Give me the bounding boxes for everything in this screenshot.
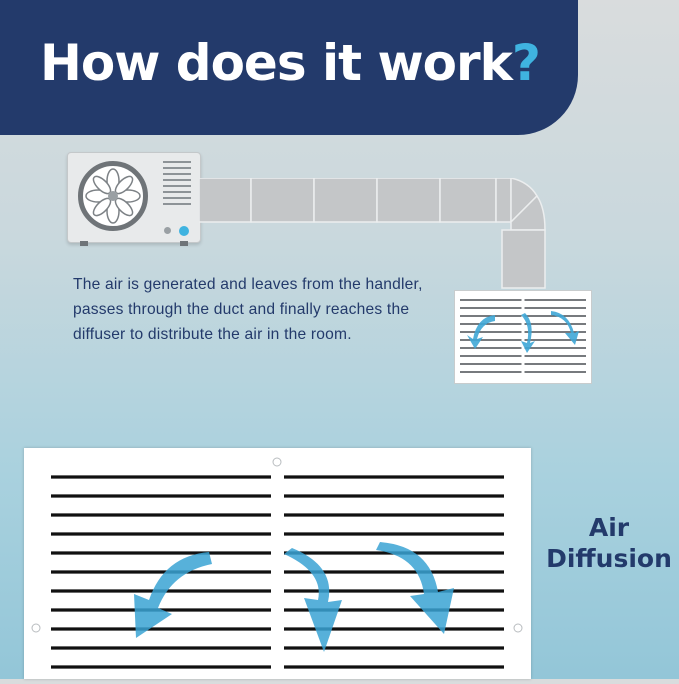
diffuser-icon bbox=[454, 290, 592, 384]
title-banner: How does it work? bbox=[0, 0, 578, 135]
unit-indicator-grey bbox=[164, 227, 171, 234]
unit-foot bbox=[80, 241, 88, 246]
diffuser-grille bbox=[24, 448, 531, 679]
unit-indicator-blue bbox=[178, 225, 190, 237]
process-description: The air is generated and leaves from the… bbox=[73, 276, 423, 343]
ac-unit-icon bbox=[67, 152, 201, 246]
page-title: How does it work? bbox=[40, 34, 541, 92]
page-title-text: How does it work bbox=[40, 34, 513, 92]
fan-icon bbox=[78, 161, 148, 231]
duct-icon bbox=[199, 178, 546, 289]
unit-vent-lines bbox=[163, 161, 191, 209]
air-diffusion-label-line2: Diffusion bbox=[546, 544, 672, 573]
air-diffusion-label-line1: Air bbox=[588, 513, 630, 542]
question-mark: ? bbox=[511, 34, 541, 92]
airflow-arrow-icon bbox=[134, 542, 454, 652]
unit-foot bbox=[180, 241, 188, 246]
air-diffusion-label: Air Diffusion bbox=[539, 512, 679, 574]
